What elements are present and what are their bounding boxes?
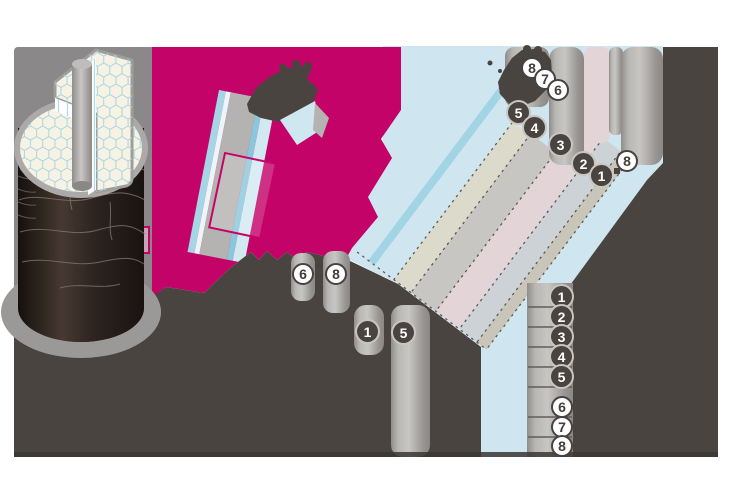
legend-item-3: 3 [551,326,572,347]
legend-item-4: 4 [551,346,572,367]
callout-bottom-8: 8 [325,263,347,285]
log-illustration [1,48,162,358]
log-bottom-rim [1,266,162,358]
dark-field-right [565,47,718,457]
callout-band-5: 5 [508,102,529,123]
dark-field-baseline [14,452,718,457]
callout-band-2: 2 [573,153,594,174]
legend-item-7: 7 [551,416,573,438]
legend-item-8: 8 [551,435,573,457]
callout-band-1: 1 [591,165,612,186]
callout-bottom-6: 6 [292,263,314,285]
callout-right-8: 8 [616,150,638,172]
callout-tip-6: 6 [547,79,569,101]
legend-item-6: 6 [551,396,573,418]
pencil-detail [187,60,329,264]
detail-zoom-box [208,151,278,240]
callout-bottom-5: 5 [393,322,414,343]
callout-band-3: 3 [550,134,571,155]
core-cylinder [72,59,92,191]
pencil-tip-shape [247,65,318,122]
legend-item-5: 5 [551,366,572,387]
legend-item-1: 1 [551,286,572,307]
callout-bottom-1: 1 [357,321,378,342]
callout-band-4: 4 [524,117,545,138]
legend-item-2: 2 [551,306,572,327]
